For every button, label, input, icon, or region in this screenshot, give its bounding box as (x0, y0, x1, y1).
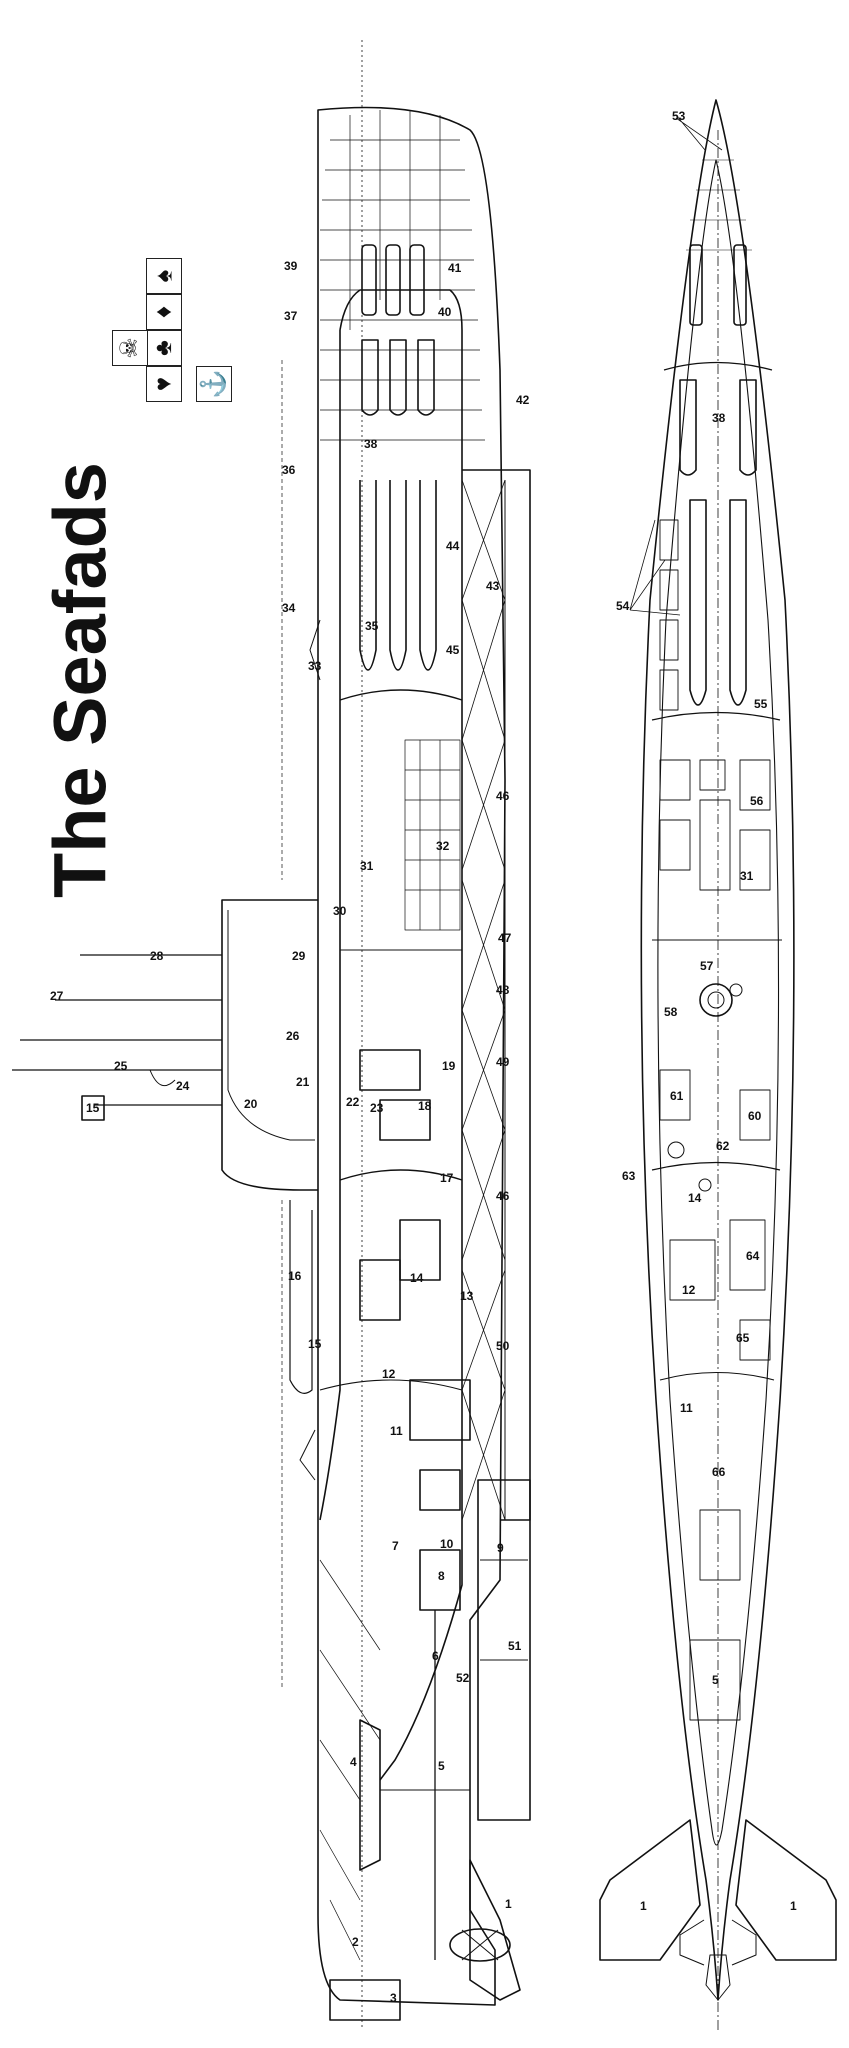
plan-callout-61: 61 (670, 1089, 684, 1103)
callout-32: 32 (436, 839, 450, 853)
skull-emblem-icon: ☠ (112, 330, 148, 366)
callout-5: 5 (438, 1759, 445, 1773)
plan-callout-1a: 1 (640, 1899, 647, 1913)
callout-18: 18 (418, 1099, 432, 1113)
callout-2: 2 (352, 1935, 359, 1949)
callout-39: 39 (284, 259, 298, 273)
callout-26: 26 (286, 1029, 300, 1043)
callout-41: 41 (448, 261, 462, 275)
plan-callout-12: 12 (682, 1283, 696, 1297)
diamond-icon: ♦ (146, 294, 182, 330)
callout-19: 19 (442, 1059, 456, 1073)
plan-callout-63: 63 (622, 1169, 636, 1183)
callout-48: 48 (496, 983, 510, 997)
callout-6: 6 (432, 1649, 439, 1663)
spade-icon: ♠ (146, 258, 182, 294)
callout-45: 45 (446, 643, 460, 657)
callout-38: 38 (364, 437, 378, 451)
callout-51: 51 (508, 1639, 522, 1653)
callout-30: 30 (333, 904, 347, 918)
callout-24: 24 (176, 1079, 190, 1093)
callout-21: 21 (296, 1075, 310, 1089)
callout-7: 7 (392, 1539, 399, 1553)
callout-33: 33 (308, 659, 322, 673)
plan-callout-55: 55 (754, 697, 768, 711)
plan-callout-65: 65 (736, 1331, 750, 1345)
plan-callout-14: 14 (688, 1191, 702, 1205)
callout-13: 13 (460, 1289, 474, 1303)
callout-34: 34 (282, 601, 296, 615)
callout-3: 3 (390, 1991, 397, 2005)
callout-27: 27 (50, 989, 64, 1003)
top-plan-view (599, 99, 837, 2030)
plan-callouts: 1 1 5 11 12 14 31 38 53 54 55 56 57 58 6… (616, 109, 797, 1913)
callout-17: 17 (440, 1171, 454, 1185)
callout-44: 44 (446, 539, 460, 553)
plan-callout-11: 11 (680, 1401, 693, 1415)
plan-callout-31: 31 (740, 869, 754, 883)
callout-15a: 15 (308, 1337, 322, 1351)
callout-40: 40 (438, 305, 452, 319)
callout-29: 29 (292, 949, 306, 963)
plan-callout-60: 60 (748, 1109, 762, 1123)
callout-42: 42 (516, 393, 530, 407)
callout-28: 28 (150, 949, 164, 963)
callout-8: 8 (438, 1569, 445, 1583)
callout-10: 10 (440, 1537, 454, 1551)
callout-50: 50 (496, 1339, 510, 1353)
callout-23: 23 (370, 1101, 384, 1115)
plan-callout-54: 54 (616, 599, 630, 613)
callout-12: 12 (382, 1367, 396, 1381)
callout-16: 16 (288, 1269, 302, 1283)
plan-callout-5: 5 (712, 1673, 719, 1687)
side-profile-view (12, 40, 531, 2030)
plan-callout-64: 64 (746, 1249, 760, 1263)
plan-callout-66: 66 (712, 1465, 726, 1479)
callout-11: 11 (390, 1424, 403, 1438)
callout-37: 37 (284, 309, 298, 323)
callout-1: 1 (505, 1897, 512, 1911)
callout-15b: 15 (86, 1101, 100, 1115)
callout-9: 9 (497, 1541, 504, 1555)
heart-icon: ♥ (146, 366, 182, 402)
callout-46b: 46 (496, 1189, 510, 1203)
callout-20: 20 (244, 1097, 258, 1111)
callout-22: 22 (346, 1095, 360, 1109)
callout-14: 14 (410, 1271, 424, 1285)
plan-callout-1b: 1 (790, 1899, 797, 1913)
anchor-icon: ⚓ (196, 366, 232, 402)
plan-callout-56: 56 (750, 794, 764, 808)
callout-25: 25 (114, 1059, 128, 1073)
plan-callout-62: 62 (716, 1139, 730, 1153)
callout-43: 43 (486, 579, 500, 593)
plan-callout-58: 58 (664, 1005, 678, 1019)
plan-callout-38: 38 (712, 411, 726, 425)
callout-35: 35 (365, 619, 379, 633)
callout-46a: 46 (496, 789, 510, 803)
callout-52: 52 (456, 1671, 470, 1685)
callout-31: 31 (360, 859, 374, 873)
callout-4: 4 (350, 1755, 357, 1769)
callout-47: 47 (498, 931, 512, 945)
callout-36: 36 (282, 463, 296, 477)
side-callouts: 1 2 3 4 5 6 7 8 9 10 11 12 13 14 15 15 1… (50, 259, 530, 2005)
plan-callout-53: 53 (672, 109, 686, 123)
callout-49: 49 (496, 1055, 510, 1069)
plan-callout-57: 57 (700, 959, 714, 973)
